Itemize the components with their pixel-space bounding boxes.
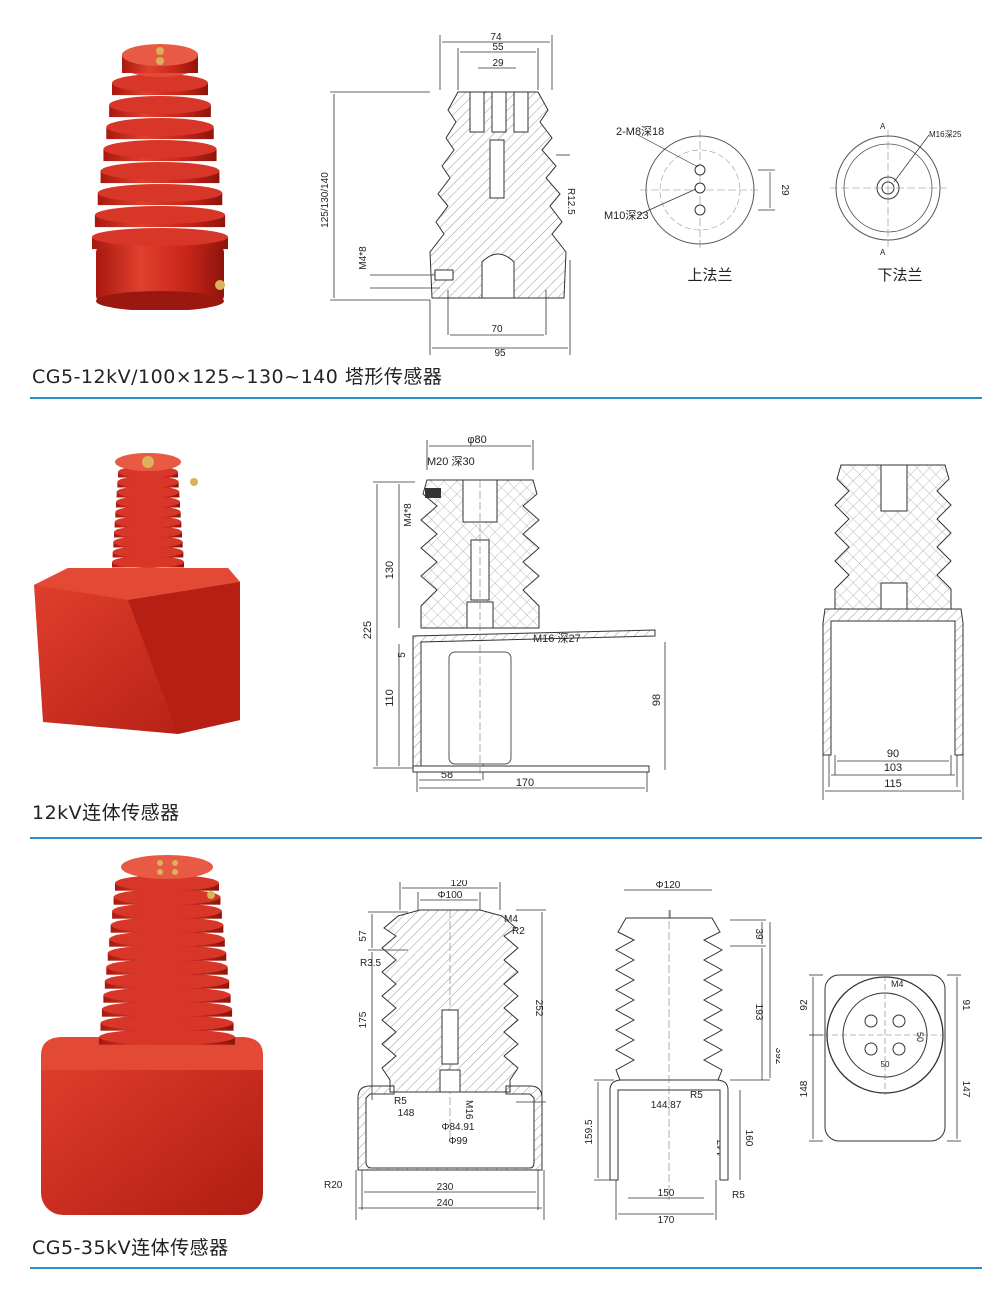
dim-phi120: Φ120 xyxy=(656,880,681,891)
lower-flange-drawing: M16深25 A A 下法兰 xyxy=(830,122,962,284)
dim-240: 240 xyxy=(437,1198,454,1209)
dim-130: 130 xyxy=(384,561,396,579)
dim-147: 147 xyxy=(960,1081,971,1098)
label-r2: R2 xyxy=(512,926,525,937)
integrated-sensor-section-drawing: φ80 M20 深30 225 M4*8 130 5 110 M16 深27 9… xyxy=(362,434,666,792)
label-m4: M4 xyxy=(504,914,518,925)
dim-5: 5 xyxy=(397,652,408,658)
dim-144-87: 144.87 xyxy=(651,1100,682,1111)
label-2-m8: 2-M8深18 xyxy=(616,125,664,138)
dim-90: 90 xyxy=(887,748,899,760)
dim-159-5: 159.5 xyxy=(584,1119,595,1144)
35kv-sensor-photo xyxy=(41,855,263,1215)
dim-50-vertical: 50 xyxy=(915,1032,925,1042)
divider-3 xyxy=(30,1267,982,1269)
dim-170: 170 xyxy=(516,777,534,789)
integrated-sensor-side-drawing: 90 103 115 xyxy=(822,464,964,800)
dim-160: 160 xyxy=(743,1130,754,1147)
dim-r12-5: R12.5 xyxy=(565,188,576,215)
label-r5: R5 xyxy=(732,1190,745,1201)
dim-m4: M4*8 xyxy=(403,503,414,527)
dim-50-horizontal: 50 xyxy=(881,1060,890,1069)
label-m16: M16 xyxy=(463,1100,474,1120)
label-r5: R5 xyxy=(394,1096,407,1107)
35kv-section-drawing: 120 Φ100 M4 R2 57 R3.5 175 252 R5 148 M1… xyxy=(324,880,546,1220)
terminal-screw-icon xyxy=(215,280,225,290)
label-upper-flange: 上法兰 xyxy=(687,267,732,284)
dim-193: 193 xyxy=(753,1004,764,1021)
divider-2 xyxy=(30,837,982,839)
tower-sensor-section-drawing: 74 55 29 125/130/140 R12.5 M4*8 70 95 xyxy=(320,32,576,359)
label-r5: R5 xyxy=(690,1090,703,1101)
terminal-screw-icon xyxy=(190,478,198,486)
label-a-top: A xyxy=(880,122,886,131)
dim-98: 98 xyxy=(651,694,663,706)
dim-170: 170 xyxy=(658,1215,675,1225)
label-m4: M4 xyxy=(891,979,904,989)
label-m10: M10深23 xyxy=(604,209,649,222)
dim-252: 252 xyxy=(533,1000,544,1017)
dim-70: 70 xyxy=(491,324,503,335)
dim-29-vertical: 29 xyxy=(779,184,790,196)
label-r3-5: R3.5 xyxy=(360,958,382,969)
label-m20: M20 深30 xyxy=(427,455,475,468)
caption-section-1: CG5-12kV/100×125~130~140 塔形传感器 xyxy=(32,366,443,388)
divider-1 xyxy=(30,397,982,399)
dim-57: 57 xyxy=(358,930,369,942)
dim-phi84-91: Φ84.91 xyxy=(441,1122,474,1133)
dim-55: 55 xyxy=(492,42,504,53)
dim-230: 230 xyxy=(437,1182,454,1193)
dim-120: 120 xyxy=(451,880,468,889)
dim-148: 148 xyxy=(398,1108,415,1119)
35kv-top-view-drawing: M4 92 91 50 50 148 147 xyxy=(799,974,971,1142)
dim-103: 103 xyxy=(884,762,902,774)
dim-148: 148 xyxy=(799,1080,810,1097)
dim-74: 74 xyxy=(490,32,502,43)
dim-92: 92 xyxy=(799,999,810,1011)
upper-flange-drawing: 2-M8深18 M10深23 29 上法兰 xyxy=(604,125,790,284)
integrated-sensor-photo xyxy=(34,453,240,734)
dim-95: 95 xyxy=(494,348,506,359)
dim-39: 39 xyxy=(753,928,764,940)
dim-phi99: Φ99 xyxy=(448,1136,468,1147)
dim-110: 110 xyxy=(384,689,396,707)
section-12kv-integrated: φ80 M20 深30 225 M4*8 130 5 110 M16 深27 9… xyxy=(0,400,1000,839)
label-r20: R20 xyxy=(324,1180,343,1191)
label-m16: M16深25 xyxy=(929,130,962,139)
dim-175: 175 xyxy=(358,1011,369,1028)
section-cg5-12kv-tower: 74 55 29 125/130/140 R12.5 M4*8 70 95 2-… xyxy=(0,0,1000,400)
section-cg5-35kv-integrated: 120 Φ100 M4 R2 57 R3.5 175 252 R5 148 M1… xyxy=(0,840,1000,1280)
tower-sensor-photo xyxy=(92,44,228,310)
dim-392: 392 xyxy=(773,1048,780,1065)
dim-115: 115 xyxy=(884,778,902,790)
dim-29: 29 xyxy=(492,58,504,69)
caption-section-2: 12kV连体传感器 xyxy=(32,802,180,824)
label-a-bottom: A xyxy=(880,248,886,257)
35kv-side-drawing: Φ120 25 M4 39 193 392 159.5 144.87 R5 14… xyxy=(584,880,780,1225)
dim-m4: M4*8 xyxy=(358,246,369,270)
dim-phi80: φ80 xyxy=(467,434,486,446)
caption-section-3: CG5-35kV连体传感器 xyxy=(32,1237,229,1259)
label-lower-flange: 下法兰 xyxy=(877,267,922,284)
dim-91: 91 xyxy=(960,999,971,1011)
dim-phi100: Φ100 xyxy=(438,890,463,901)
dim-150: 150 xyxy=(658,1188,675,1199)
terminal-screw-icon xyxy=(207,891,215,899)
dim-height: 125/130/140 xyxy=(320,172,331,228)
dim-225: 225 xyxy=(362,621,374,639)
